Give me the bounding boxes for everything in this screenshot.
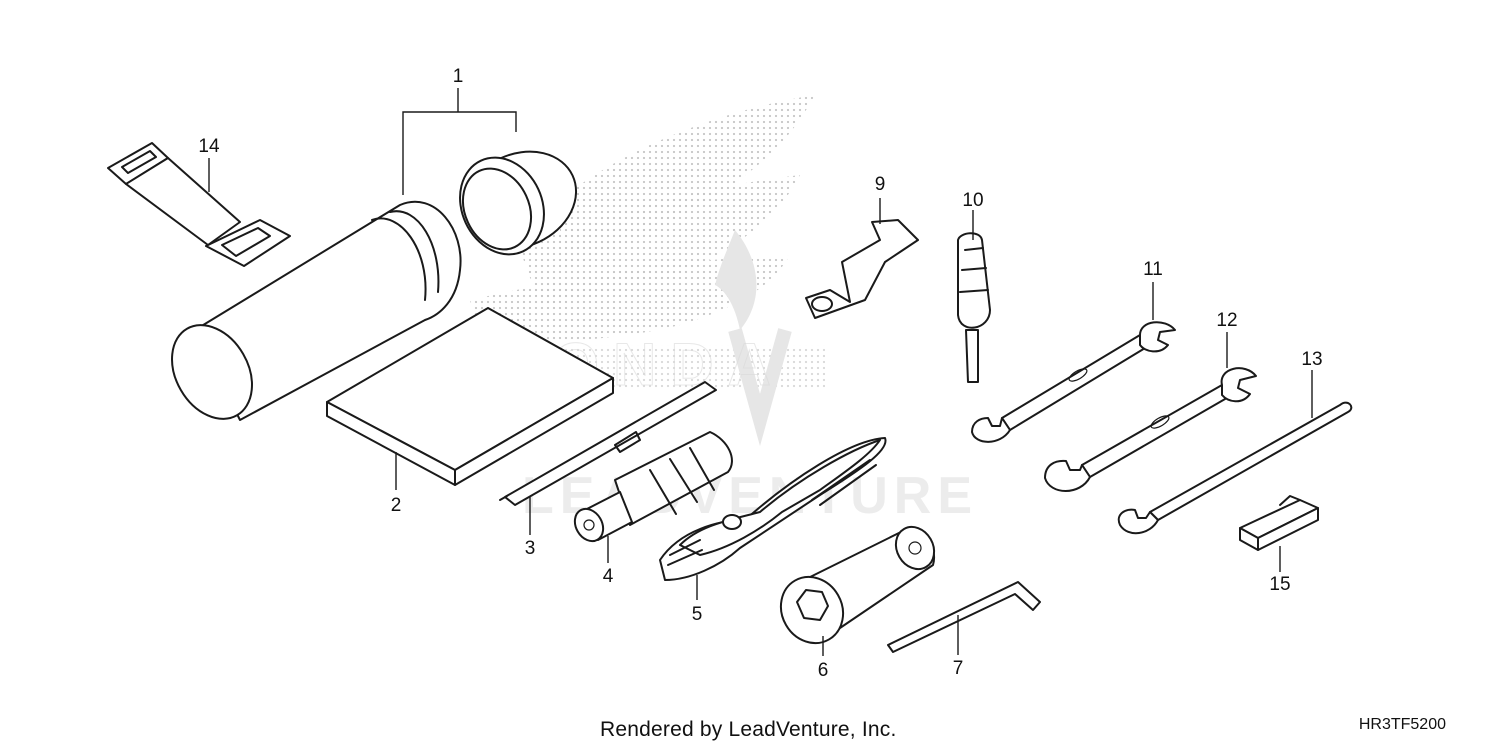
part-1-tool-case [171, 200, 462, 421]
part-15-fuse-puller [1239, 495, 1319, 551]
callout-3: 3 [525, 538, 536, 559]
callout-1-leader [402, 88, 517, 195]
callout-9: 9 [875, 174, 886, 195]
part-1-cap [459, 150, 578, 256]
part-3-screwdriver-bit [499, 381, 717, 506]
callout-11: 14 [198, 136, 220, 157]
watermark-wing-logo [430, 95, 825, 447]
callout-15: 15 [1269, 574, 1290, 595]
callout-7: 7 [953, 658, 964, 679]
part-5-pliers [659, 437, 887, 581]
callout-6: 6 [818, 660, 829, 681]
part-6-spark-plug-wrench [779, 525, 936, 645]
part-14-handle-bar [1117, 401, 1353, 535]
part-10-screwdriver [957, 232, 991, 383]
part-12-open-wrench [971, 321, 1176, 443]
part-7-hex-key [887, 581, 1041, 653]
callout-13: 12 [1216, 310, 1237, 331]
callout-4: 4 [603, 566, 614, 587]
callout-1: 1 [453, 66, 464, 87]
part-9-offset-wrench [805, 219, 919, 319]
part-4-screwdriver-handle [573, 431, 733, 543]
callout-2: 2 [391, 495, 402, 516]
callout-10: 10 [962, 190, 983, 211]
rendered-by-credit: Rendered by LeadVenture, Inc. [600, 718, 897, 741]
part-13-open-wrench [1044, 367, 1257, 492]
part-11-strap [107, 142, 291, 267]
diagram-code: HR3TF5200 [1358, 716, 1446, 733]
callout-12: 11 [1143, 259, 1163, 280]
callout-14: 13 [1301, 349, 1322, 370]
callout-5: 5 [692, 604, 703, 625]
part-2-manual [326, 307, 614, 486]
